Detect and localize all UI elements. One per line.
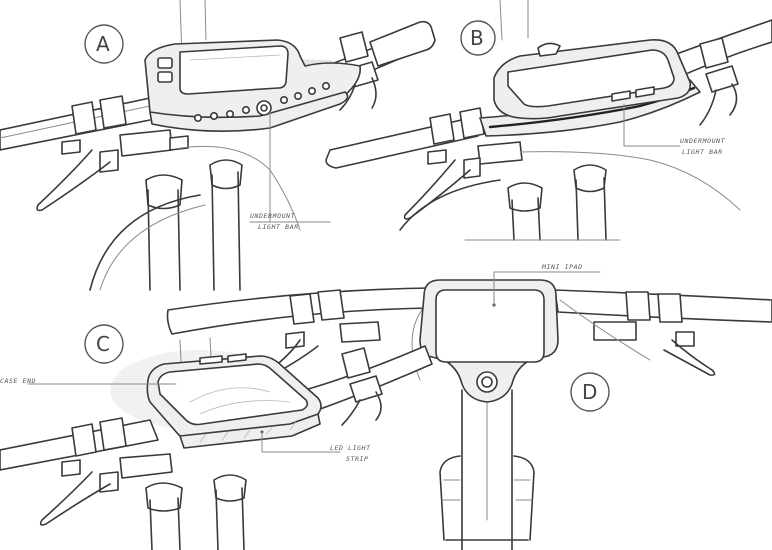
- concept-b-label-circle: [460, 20, 496, 56]
- light-dots: [194, 82, 330, 123]
- concept-d-label-circle: [570, 372, 610, 412]
- concept-a: UNDERMOUNT LIGHT BAR A: [0, 0, 436, 291]
- concept-b-note-line2: LIGHT BAR: [682, 148, 723, 156]
- concept-d-note: MINI IPAD: [541, 263, 583, 271]
- concept-c-note-line1: LED LIGHT: [330, 444, 371, 452]
- concept-a-label-circle: [84, 24, 124, 64]
- concept-c-note-left: CASE END: [0, 377, 36, 385]
- concept-c: LED LIGHT STRIP CASE END C: [0, 324, 433, 550]
- concept-a-note-line2: LIGHT BAR: [258, 223, 299, 231]
- concept-a-label: A: [96, 32, 110, 56]
- mini-ipad-screen: [435, 289, 545, 363]
- concept-c-label-circle: [84, 324, 124, 364]
- concept-b: UNDERMOUNT LIGHT BAR B: [325, 0, 772, 241]
- concept-c-note-line2: STRIP: [346, 455, 369, 463]
- concept-b-note-line1: UNDERMOUNT: [680, 137, 726, 145]
- concept-a-note-line1: UNDERMOUNT: [250, 212, 296, 220]
- concept-d: MINI IPAD D: [166, 263, 772, 550]
- control-knob: [476, 371, 498, 393]
- concept-d-label: D: [582, 380, 597, 404]
- concept-c-label: C: [96, 332, 110, 356]
- concept-b-label: B: [470, 26, 484, 50]
